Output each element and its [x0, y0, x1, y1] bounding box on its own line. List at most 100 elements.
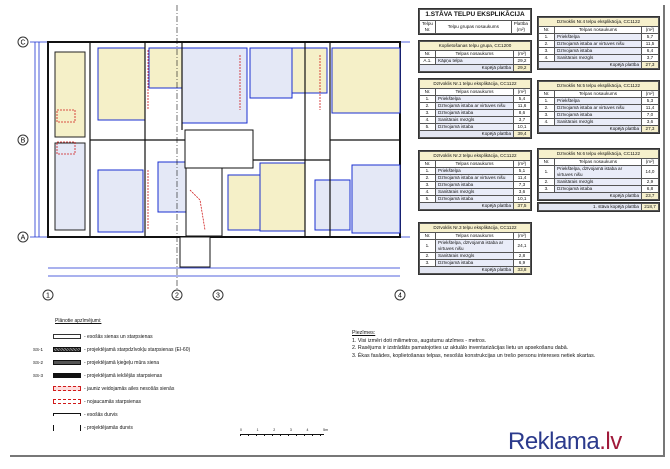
explication-title: 1.STĀVA TELPU EKSPLIKĀCIJA	[419, 9, 531, 21]
room-area: 3,7	[641, 54, 659, 62]
room-area: 11,4	[513, 174, 531, 182]
col-header: Nr.	[419, 88, 436, 96]
total-area: 39,4	[513, 130, 531, 138]
note-item: 3. Ēkas fasādes, koplietošanas telpas, n…	[352, 352, 596, 359]
room-number: 2.	[419, 174, 436, 182]
legend-item: - projektējamās durvis	[33, 421, 223, 434]
col-header: Nr.	[419, 232, 436, 240]
room-name: Priekštelpa, dzīvojamā istaba ar virtuve…	[435, 239, 514, 253]
room-area: 10,1	[513, 123, 531, 131]
grid-col-3: 3	[212, 289, 224, 301]
explication-table: Dzīvoklis Nr.1 telpu eksplikācija, CC112…	[418, 78, 532, 139]
room-area: 11,5	[641, 40, 659, 48]
room-name: Priekštelpa, dzīvojamā istaba ar virtuve…	[554, 165, 642, 179]
total-area: 27,3	[641, 125, 659, 133]
col-header: Telpas nosaukums	[435, 160, 514, 168]
room-number: 1.	[538, 97, 555, 105]
grid-col-1: 1	[42, 289, 54, 301]
room-area: 6,9	[513, 259, 531, 267]
explication-table: Dzīvoklis Nr.3 telpu eksplikācija, CC112…	[418, 222, 532, 275]
col-header: Nr.	[538, 90, 555, 98]
legend-text: - esošās durvis	[84, 411, 118, 418]
table-caption: Dzīvoklis Nr.2 telpu eksplikācija, CC112…	[419, 151, 531, 161]
table-caption: Dzīvoklis Nr.5 telpu eksplikācija, CC112…	[538, 81, 659, 91]
explication-table: Dzīvoklis Nr.6 telpu eksplikācija, CC112…	[537, 148, 660, 201]
room-number: 5.	[419, 195, 436, 203]
legend-item: - nojaucamās starpsienas	[33, 395, 223, 408]
total-area: 29,2	[513, 64, 531, 72]
room-number: 1.	[419, 95, 436, 103]
room-number: 4.	[538, 118, 555, 126]
room-area: 5,3	[641, 97, 659, 105]
room-name: Dzīvojamā istaba	[435, 195, 514, 203]
room-number: 3.	[419, 259, 436, 267]
room-area: 14,0	[641, 165, 659, 179]
total-label: Kopējā platība	[538, 192, 642, 200]
room-name: Dzīvojamā istaba	[554, 111, 642, 119]
room-area: 6,8	[641, 185, 659, 193]
room-name: Sanitārais mezgls	[435, 188, 514, 196]
room-name: Dzīvojamā istaba	[435, 259, 514, 267]
col-header: (m²)	[513, 160, 531, 168]
room-name: Sanitārais mezgls	[435, 252, 514, 260]
total-label: Kopējā platība	[419, 202, 514, 210]
col-header: Telpas nosaukums	[554, 90, 642, 98]
room-area: 3,7	[513, 116, 531, 124]
room-number: 1.	[419, 239, 436, 253]
col-header: (m²)	[513, 232, 531, 240]
room-area: 3,6	[641, 118, 659, 126]
col-header: Nr.	[538, 26, 555, 34]
explication-table: Dzīvoklis Nr.4 telpu eksplikācija, CC112…	[537, 16, 660, 70]
col-header: (m²)	[641, 158, 659, 166]
rooms	[54, 47, 401, 268]
room-number: 3.	[419, 181, 436, 189]
room-number: 1.	[419, 167, 436, 175]
grid-row-c: C	[17, 36, 29, 48]
room-number: 3.	[538, 185, 555, 193]
explication-table: Dzīvoklis Nr.5 telpu eksplikācija, CC112…	[537, 80, 660, 134]
floor-total-label: 1. stāva kopējā platība	[538, 203, 642, 211]
legend-item: SS-3- projektējamā iekšējās starpsienas	[33, 369, 223, 382]
scale-tick: 3	[289, 428, 292, 432]
scale-tick: 5m	[323, 428, 328, 432]
col-header: Telpas nosaukums	[554, 158, 642, 166]
explication-title-table: 1.STĀVA TELPU EKSPLIKĀCIJA Telpu Nr.Telp…	[418, 8, 532, 35]
col-header: Telpu Nr.	[419, 20, 436, 34]
grid-col-2: 2	[171, 289, 183, 301]
room-number: A.1.	[419, 57, 436, 65]
legend-text: - projektējamā starpdzīvokļu starpsienas…	[84, 346, 191, 353]
room-name: Dzīvojamā istaba ar virtuves nišu	[435, 102, 514, 110]
legend-swatch	[53, 347, 81, 352]
room-number: 5.	[419, 123, 436, 131]
col-header: Nr.	[419, 160, 436, 168]
room-area: 5,4	[513, 95, 531, 103]
room-area: 11,4	[641, 104, 659, 112]
grid-label: 1	[46, 293, 50, 300]
room-name: Dzīvojamā istaba	[435, 123, 514, 131]
room-name: Dzīvojamā istaba	[554, 185, 642, 193]
grid-label: 4	[398, 293, 402, 300]
col-header: Nr.	[419, 50, 436, 58]
col-header: Telpas nosaukums	[554, 26, 642, 34]
total-area: 27,3	[641, 61, 659, 69]
table-caption: Koplietošanas telpu grupa, CC1200	[419, 41, 531, 51]
room-number: 3.	[538, 47, 555, 55]
legend-text: - nojaucamās starpsienas	[84, 398, 141, 405]
